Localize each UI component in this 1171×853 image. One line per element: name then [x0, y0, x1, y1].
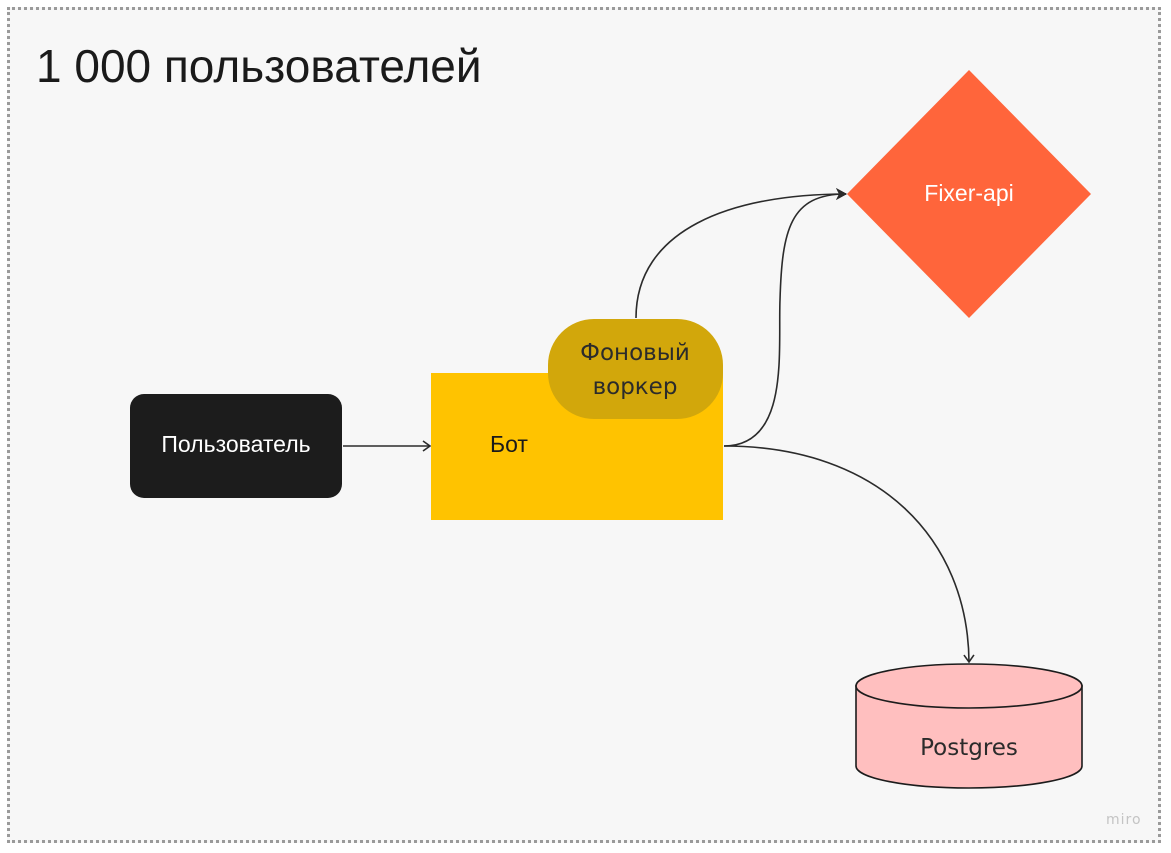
node-worker-label-line1: Фоновый	[580, 340, 690, 366]
node-postgres-body	[855, 685, 1083, 789]
node-worker-shape	[548, 319, 723, 419]
node-postgres-label: Postgres	[920, 735, 1018, 761]
edge-bot-to-fixer	[723, 188, 847, 447]
node-fixer-api[interactable]: Fixer-api	[847, 70, 1091, 318]
miro-watermark: miro	[1106, 812, 1142, 828]
page-title: 1 000 пользователей	[36, 40, 482, 92]
node-user[interactable]: Пользователь	[130, 394, 342, 498]
node-bot-label: Бот	[490, 431, 528, 457]
node-worker[interactable]: Фоновый воркер	[548, 319, 723, 419]
edge-worker-to-fixer	[635, 188, 847, 319]
node-fixer-api-shape	[847, 70, 1091, 318]
node-fixer-api-label: Fixer-api	[924, 180, 1013, 206]
node-user-label: Пользователь	[161, 431, 310, 457]
node-worker-label-line2: воркер	[593, 374, 678, 400]
node-postgres[interactable]: Postgres	[855, 663, 1083, 789]
edge-bot-to-postgres	[723, 445, 975, 664]
node-postgres-top	[855, 663, 1083, 709]
node-user-shape	[130, 394, 342, 498]
